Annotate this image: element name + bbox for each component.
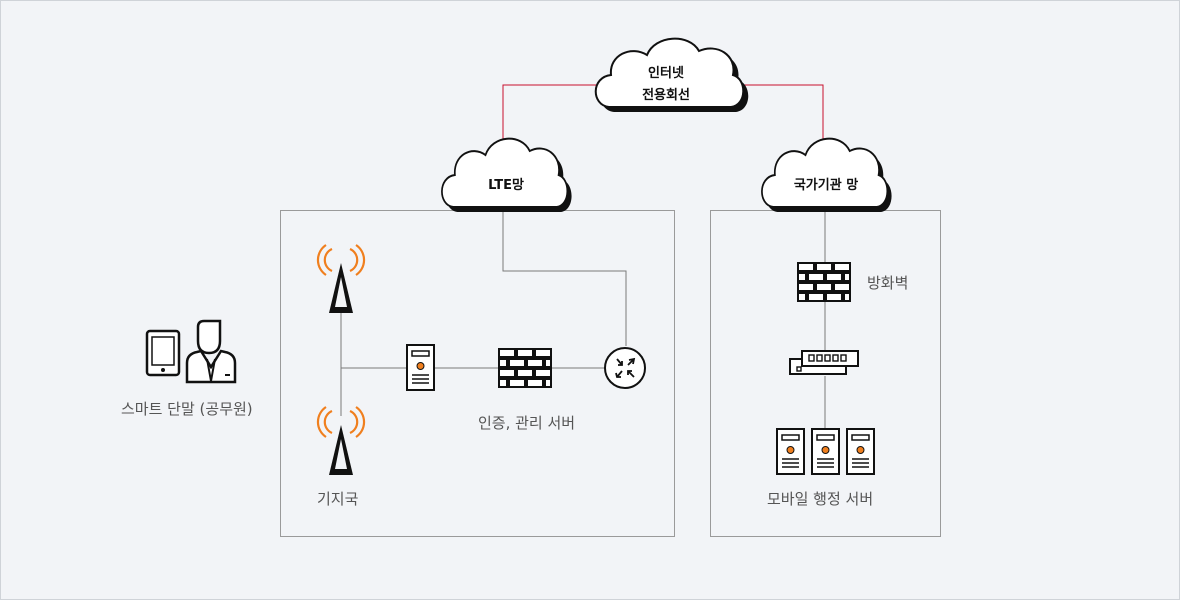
user-icon bbox=[185, 319, 237, 384]
tablet-icon bbox=[145, 329, 181, 377]
firewall-icon bbox=[797, 262, 851, 302]
auth-server-label: 인증, 관리 서버 bbox=[478, 414, 576, 432]
router-icon bbox=[604, 347, 646, 389]
base-station-label: 기지국 bbox=[317, 490, 359, 508]
server-icon bbox=[811, 428, 840, 475]
internet-cloud-line1: 인터넷 bbox=[648, 66, 684, 81]
antenna-icon bbox=[316, 243, 366, 315]
server-icon bbox=[776, 428, 805, 475]
internet-cloud-label: 인터넷 전용회선 bbox=[621, 63, 711, 107]
switch-icon bbox=[789, 350, 859, 375]
lte-cloud-label: LTE망 bbox=[488, 178, 524, 193]
server-icon bbox=[406, 344, 435, 391]
connection-lines bbox=[340, 211, 826, 429]
mobile-admin-server-label: 모바일 행정 서버 bbox=[767, 490, 874, 508]
firewall-label: 방화벽 bbox=[867, 274, 909, 292]
firewall-icon bbox=[498, 348, 552, 388]
smart-terminal-label: 스마트 단말 (공무원) bbox=[121, 400, 253, 418]
dedicated-line-left bbox=[502, 84, 601, 161]
dedicated-line-right bbox=[736, 84, 824, 151]
server-icon bbox=[846, 428, 875, 475]
gov-cloud-label: 국가기관 망 bbox=[793, 178, 859, 193]
internet-cloud-line2: 전용회선 bbox=[642, 88, 690, 103]
antenna-icon bbox=[316, 405, 366, 477]
